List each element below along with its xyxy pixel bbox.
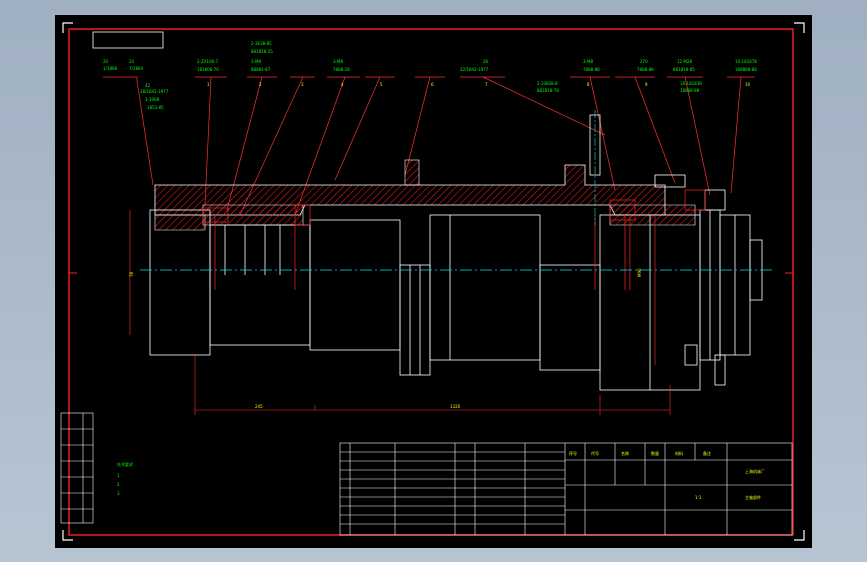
header-col-5: 材料 — [675, 450, 683, 456]
svg-text:7888-88: 7888-88 — [583, 67, 600, 72]
header-col-3: 名称 — [621, 450, 629, 456]
sheet-corner-marks — [62, 22, 805, 541]
drawing-title: 主轴部件 — [745, 494, 761, 500]
tech-req-line-1: 1. — [117, 473, 121, 478]
svg-text:20: 20 — [103, 59, 109, 64]
header-col-2: 代号 — [591, 450, 599, 456]
left-info-strip — [60, 412, 94, 524]
svg-text:26: 26 — [483, 59, 489, 64]
callout-3-number: 3 — [301, 82, 304, 87]
svg-text:1853-85: 1853-85 — [147, 105, 164, 110]
spindle-shaft — [149, 114, 763, 391]
callout-9-number: 9 — [645, 82, 648, 87]
svg-text:188888-88: 188888-88 — [735, 67, 757, 72]
header-col-1: 序号 — [569, 450, 577, 456]
svg-text:1/1868: 1/1868 — [103, 66, 118, 71]
callout-6-number: 6 — [431, 82, 434, 87]
callout-4-spec: 3-M8 — [333, 59, 343, 64]
title-block-text: 序号 代号 名称 数量 材料 备注 上海机床厂 主轴部件 1:1 — [569, 450, 765, 500]
svg-text:42: 42 — [145, 83, 151, 88]
callout-2-number: 2 — [259, 82, 262, 87]
housing-section — [154, 159, 696, 231]
svg-text:M90: M90 — [637, 268, 642, 277]
company-name: 上海机床厂 — [745, 468, 765, 474]
svg-text:881818-55: 881818-55 — [251, 49, 273, 54]
svg-text:7/1864: 7/1864 — [129, 66, 144, 71]
header-col-4: 数量 — [651, 450, 659, 456]
tech-req-line-2: 2. — [117, 482, 121, 487]
svg-text:18-181838: 18-181838 — [680, 81, 702, 86]
svg-text:245: 245 — [255, 404, 263, 409]
header-col-6: 备注 — [703, 450, 711, 456]
svg-text:10-181878: 10-181878 — [735, 59, 757, 64]
svg-text:881818-78: 881818-78 — [537, 88, 559, 93]
svg-text:881818-85: 881818-85 — [673, 67, 695, 72]
svg-text:181806-76: 181806-76 — [197, 67, 219, 72]
callout-1-spec: 2-ZX106-7 — [197, 59, 219, 64]
bearing-details — [202, 189, 706, 290]
callout-10-number: 10 — [745, 82, 751, 87]
callout-7-number: 7 — [485, 82, 488, 87]
drawing-number-box — [92, 31, 164, 49]
dimension-values: 245 1320 78 M90 — [129, 268, 642, 409]
title-block — [339, 442, 793, 536]
callout-1-number: 1 — [207, 82, 210, 87]
callout-5-number: 5 — [380, 82, 383, 87]
svg-text:270: 270 — [640, 59, 648, 64]
dimension-lines — [129, 210, 671, 415]
drawing-scale: 1:1 — [695, 495, 702, 500]
tech-req-heading: 技术要求 — [117, 461, 133, 467]
callout-8-spec: 3-M8 — [583, 59, 593, 64]
callout-4-number: 4 — [341, 82, 344, 87]
technical-requirements: 技术要求 1. 2. 3. — [117, 461, 133, 496]
svg-text:28/1842-1977: 28/1842-1977 — [140, 89, 169, 94]
svg-text:24: 24 — [129, 59, 135, 64]
svg-text:7888-18: 7888-18 — [333, 67, 350, 72]
svg-text:12-M28: 12-M28 — [677, 59, 693, 64]
svg-text:78: 78 — [129, 271, 134, 277]
tech-req-line-3: 3. — [117, 491, 121, 496]
svg-text:2-33838.8: 2-33838.8 — [537, 81, 558, 86]
svg-text:7888-88: 7888-88 — [637, 67, 654, 72]
callout-2-spec: 3-M8 — [251, 59, 261, 64]
svg-text:88881-87: 88881-87 — [251, 67, 271, 72]
svg-text:2-3638-85: 2-3638-85 — [251, 41, 272, 46]
callout-leaders — [103, 76, 755, 216]
svg-text:3-1068: 3-1068 — [145, 97, 160, 102]
callout-8-number: 8 — [587, 82, 590, 87]
svg-text:18888-88: 18888-88 — [680, 88, 700, 93]
svg-text:1320: 1320 — [450, 404, 461, 409]
drawing-frame — [68, 28, 794, 536]
svg-text:22/1842-1977: 22/1842-1977 — [460, 67, 489, 72]
